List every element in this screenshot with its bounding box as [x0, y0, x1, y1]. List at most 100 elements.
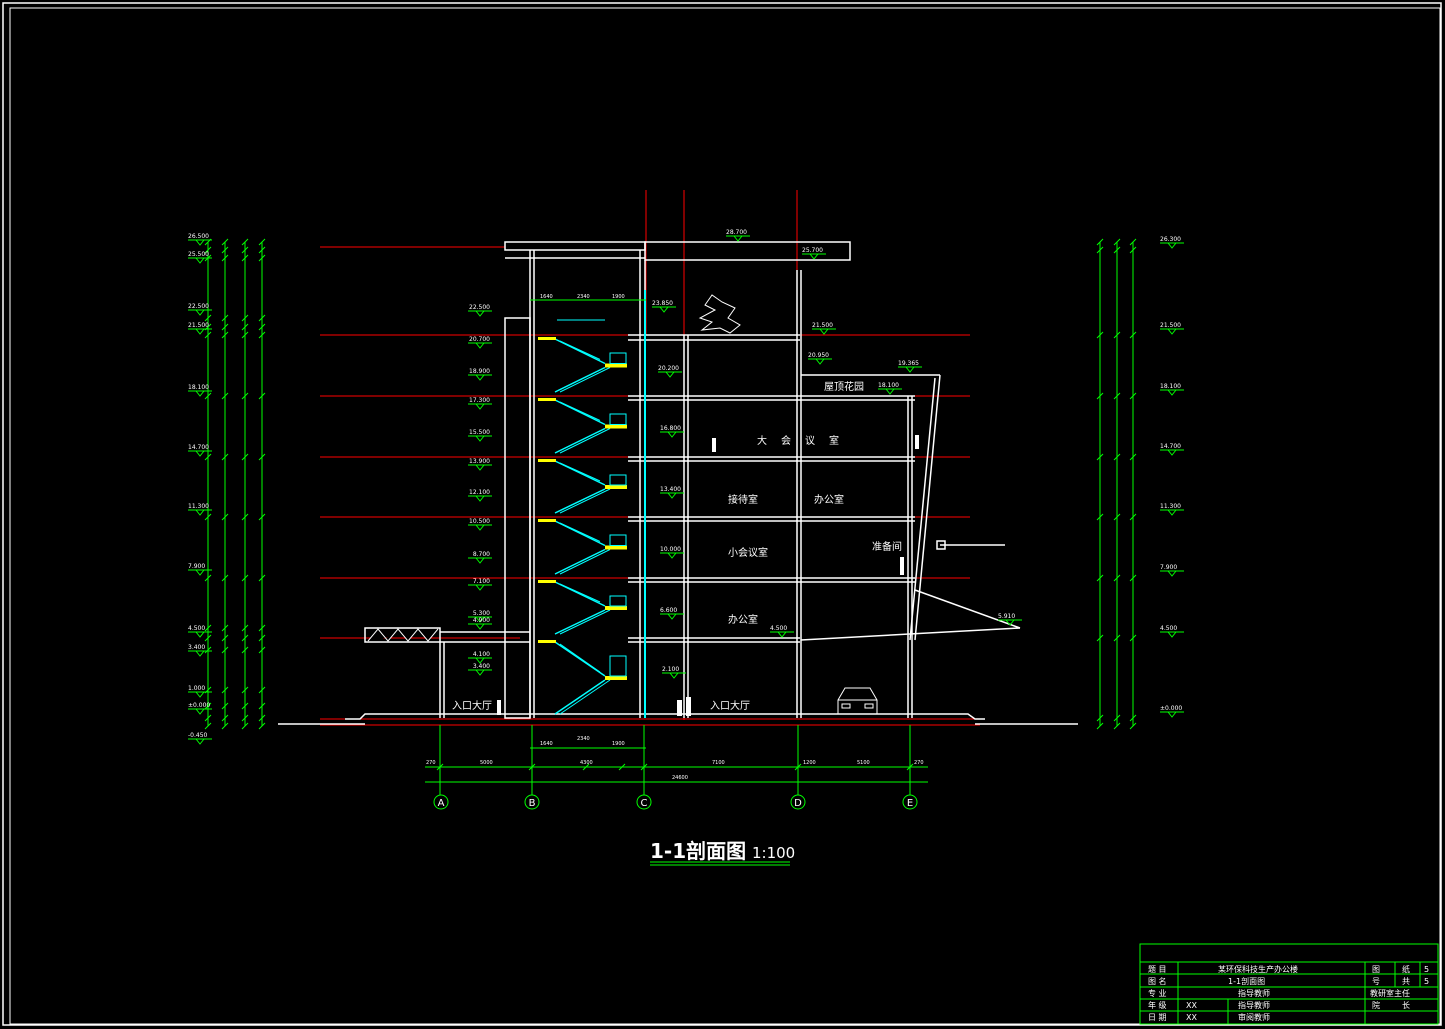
dim-tick: [258, 714, 266, 722]
stair-rail: [559, 549, 611, 575]
axis-labels: A B C D E: [438, 798, 914, 809]
elevation-triangle: [195, 738, 205, 745]
elevation-triangle: [475, 374, 485, 381]
dim-tick: [258, 646, 266, 654]
elevation-labels-left-inner: 22.50020.70018.90017.30015.50013.90012.1…: [468, 304, 492, 676]
elevation-triangle: [475, 584, 485, 591]
tb-cell: 号: [1372, 977, 1380, 986]
stair-rail: [559, 462, 601, 482]
drawing-title: 1-1剖面图: [650, 839, 746, 863]
elevation-label: 16.800: [660, 425, 681, 432]
elevation-triangle: [665, 371, 675, 378]
dim-tick: [241, 513, 249, 521]
elevation-triangle: [195, 650, 205, 657]
elevation-triangle: [777, 631, 787, 638]
dim-tick: [258, 624, 266, 632]
elevation-triangle: [815, 358, 825, 365]
elevation-triangle: [669, 672, 679, 679]
dim-value: 1900: [612, 741, 625, 747]
elevation-label: 2.100: [662, 666, 679, 673]
elevation-label: 15.500: [469, 429, 490, 436]
elevation-triangle: [195, 328, 205, 335]
stair-flight: [554, 427, 606, 454]
dim-value: 24600: [672, 775, 688, 781]
dim-tick: [1096, 392, 1104, 400]
elevation-label: 7.900: [1160, 564, 1177, 571]
tb-cell: 5: [1424, 977, 1429, 986]
elevation-label: 26.300: [1160, 236, 1181, 243]
dim-tick: [221, 646, 229, 654]
dim-tick: [1113, 453, 1121, 461]
stair-rail: [559, 609, 611, 635]
stair-landing: [605, 676, 627, 680]
elevation-triangle: [195, 631, 205, 638]
dim-tick: [241, 453, 249, 461]
stair-landing: [605, 545, 627, 550]
dim-tick: [221, 392, 229, 400]
dim-tick: [221, 238, 229, 246]
elevation-label: -0.450: [188, 732, 208, 739]
dim-tick: [221, 634, 229, 642]
dim-value: 270: [426, 760, 436, 766]
tb-cell: 院: [1372, 1000, 1380, 1010]
room-label: 会: [781, 434, 791, 447]
stair-flight: [554, 679, 606, 715]
tree-icon: [698, 294, 741, 334]
dim-value: 2340: [577, 294, 590, 300]
dim-tick: [258, 453, 266, 461]
dim-tick: [258, 686, 266, 694]
dim-tick: [1129, 513, 1137, 521]
elevation-label: 18.100: [1160, 383, 1181, 390]
dim-tick: [1113, 574, 1121, 582]
dim-value: 4300: [580, 760, 593, 766]
dimension-lines: [207, 242, 1134, 866]
tb-cell: 图 名: [1148, 976, 1167, 986]
elevation-triangle: [475, 342, 485, 349]
tb-cell: 指导教师: [1238, 988, 1270, 998]
stair-landing: [605, 363, 627, 368]
dim-tick: [241, 686, 249, 694]
room-label: 室: [829, 434, 839, 447]
dim-tick: [221, 722, 229, 730]
elevation-label: 6.600: [660, 607, 677, 614]
title-block-text: 题 目 某环保科技生产办公楼 图 纸 5 图 名 1-1剖面图 号 共 5 专 …: [1148, 964, 1429, 1022]
elevation-triangle: [1167, 242, 1177, 249]
elevation-label: 20.200: [658, 365, 679, 372]
dim-tick: [1129, 634, 1137, 642]
inner-border: [9, 7, 1441, 1025]
elevation-triangle: [475, 524, 485, 531]
elevation-label: 18.100: [188, 384, 209, 391]
dim-tick: [258, 254, 266, 262]
elevation-triangle: [667, 552, 677, 559]
dim-value: 1640: [540, 741, 553, 747]
dim-tick: [1129, 453, 1137, 461]
dim-tick: [1096, 513, 1104, 521]
dim-value: 7100: [712, 760, 725, 766]
dim-tick: [204, 314, 212, 322]
dim-value: 1900: [612, 294, 625, 300]
stair-flight: [554, 488, 606, 514]
elevation-label: 23.850: [652, 300, 673, 307]
elevation-label: 22.500: [469, 304, 490, 311]
elevation-triangle: [195, 390, 205, 397]
tb-cell: 审阅教师: [1238, 1012, 1270, 1022]
stair-landing: [538, 640, 556, 643]
stair-flights: [538, 290, 646, 718]
stair-door: [609, 413, 627, 425]
stair-rail: [559, 583, 601, 603]
dim-tick: [258, 574, 266, 582]
elevation-label: 25.500: [188, 251, 209, 258]
dim-tick: [1096, 634, 1104, 642]
dim-tick: [221, 714, 229, 722]
title-block: [1139, 943, 1439, 1025]
stair-landing: [538, 580, 556, 583]
stair-rail: [559, 428, 611, 454]
dim-value: 5000: [480, 760, 493, 766]
stair-rail: [559, 340, 601, 360]
elevation-label: 3.400: [188, 644, 205, 651]
dim-tick: [221, 574, 229, 582]
dim-tick: [258, 392, 266, 400]
dim-tick: [794, 763, 802, 771]
elevation-triangle: [475, 669, 485, 676]
tb-cell: 图: [1372, 965, 1380, 974]
